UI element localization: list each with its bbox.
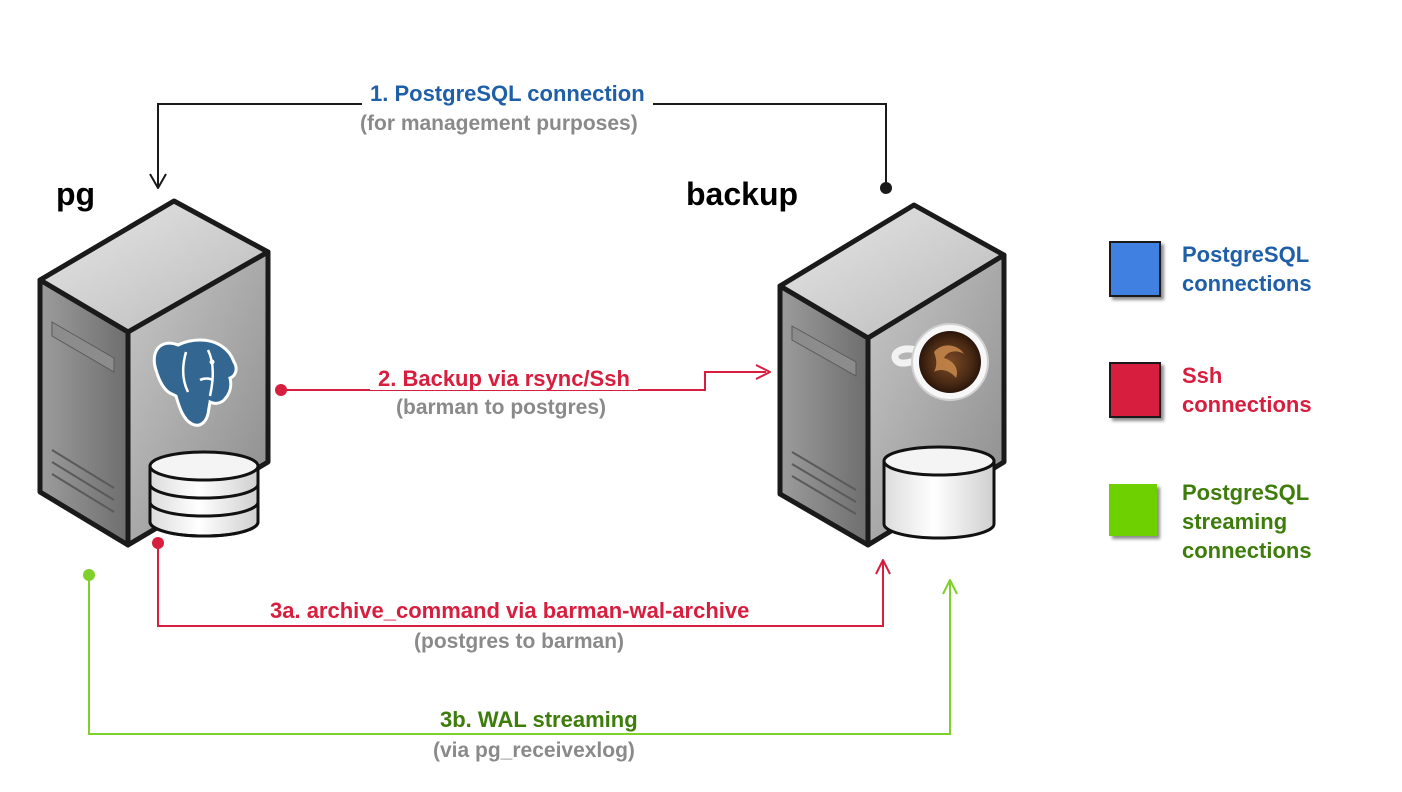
backup-disk: [882, 445, 996, 540]
legend-label-postgresql: PostgreSQL connections: [1182, 240, 1312, 298]
legend-label-streaming: PostgreSQL streaming connections: [1182, 478, 1312, 565]
legend-label-line: connections: [1182, 538, 1312, 563]
connection-2-line: [275, 364, 771, 396]
legend-label-line: streaming: [1182, 509, 1288, 534]
connection-1-subtitle: (for management purposes): [360, 112, 638, 135]
legend-label-line: Ssh: [1182, 363, 1223, 388]
connection-3a-line: [152, 537, 891, 627]
legend-swatch-streaming: [1109, 484, 1157, 536]
connection-3b-subtitle: (via pg_receivexlog): [433, 739, 635, 762]
postgresql-elephant-icon: [152, 338, 238, 427]
connection-2-title: 2. Backup via rsync/Ssh: [370, 368, 638, 390]
legend-label-line: connections: [1182, 271, 1312, 296]
pg-disk-stack: [148, 450, 260, 538]
legend-label-line: PostgreSQL: [1182, 480, 1310, 505]
legend-label-line: PostgreSQL: [1182, 242, 1310, 267]
connection-3a-title: 3a. archive_command via barman-wal-archi…: [262, 600, 758, 622]
connection-3a-subtitle: (postgres to barman): [414, 630, 625, 653]
connection-2-subtitle: (barman to postgres): [396, 396, 607, 419]
pg-server-label: pg: [56, 176, 96, 212]
legend-swatch-postgresql: [1109, 241, 1161, 297]
legend-label-ssh: Ssh connections: [1182, 361, 1312, 419]
barman-coffee-cup-icon: [891, 323, 989, 401]
backup-server-label: backup: [686, 176, 799, 212]
legend-label-line: connections: [1182, 392, 1312, 417]
legend-swatch-ssh: [1109, 362, 1161, 418]
connection-1-title: 1. PostgreSQL connection: [362, 83, 653, 105]
connection-3b-title: 3b. WAL streaming: [432, 709, 646, 731]
connection-3b-line: [83, 569, 958, 735]
